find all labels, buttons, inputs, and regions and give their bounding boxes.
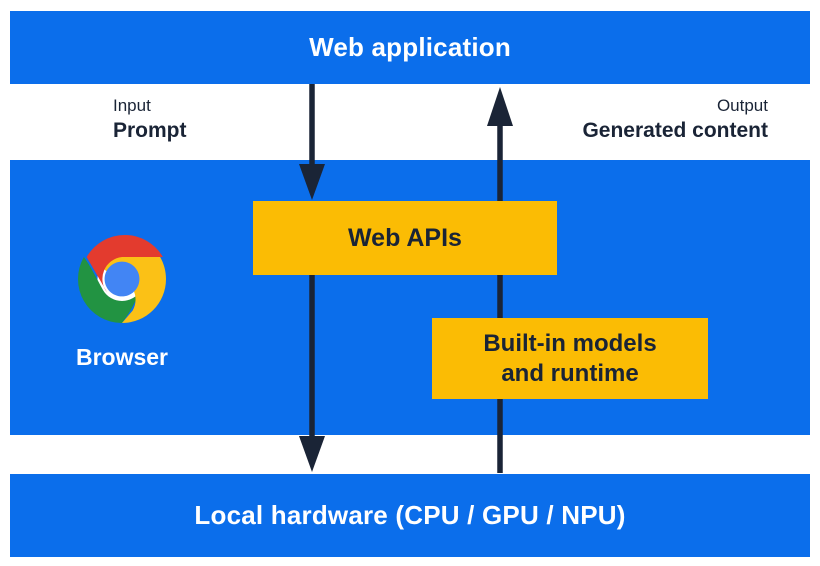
output-title: Output: [716, 96, 768, 115]
input-value: Prompt: [113, 119, 187, 142]
output-label-group: Output Generated content: [582, 95, 768, 144]
input-title: Input: [113, 96, 151, 115]
local-hardware-bar: Local hardware (CPU / GPU / NPU): [10, 474, 810, 557]
web-apis-label: Web APIs: [348, 223, 462, 252]
output-value: Generated content: [582, 119, 768, 142]
local-hardware-label: Local hardware (CPU / GPU / NPU): [194, 500, 626, 530]
chrome-icon: [78, 235, 166, 323]
builtin-models-box: Built-in models and runtime: [432, 318, 708, 399]
web-application-label: Web application: [309, 32, 511, 62]
builtin-models-label-line1: Built-in models: [483, 329, 657, 357]
web-apis-box: Web APIs: [253, 201, 557, 275]
browser-label: Browser: [75, 344, 169, 370]
web-application-bar: Web application: [10, 11, 810, 84]
input-label-group: Input Prompt: [113, 95, 187, 144]
builtin-models-label-line2: and runtime: [501, 359, 639, 387]
